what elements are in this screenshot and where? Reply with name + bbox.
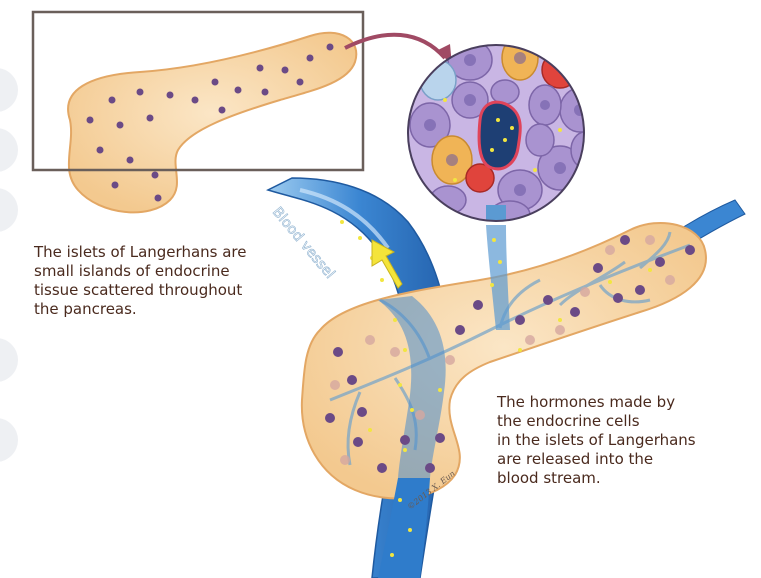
capillary	[479, 102, 520, 169]
hormones-caption-line: The hormones made by	[497, 393, 696, 412]
hormones-caption-line: blood stream.	[497, 469, 696, 488]
islets-caption-line: tissue scattered throughout	[34, 281, 247, 300]
magnified-islet	[408, 36, 600, 229]
background-decoration	[0, 68, 18, 462]
islets-caption-line: small islands of endocrine	[34, 262, 247, 281]
hormones-caption-line: the endocrine cells	[497, 412, 696, 431]
islets-caption-line: the pancreas.	[34, 300, 247, 319]
hormones-caption-line: are released into the	[497, 450, 696, 469]
blood-vessel-label: Blood vessel	[269, 204, 338, 282]
zoom-arrow	[345, 35, 452, 66]
hormones-caption: The hormones made by the endocrine cells…	[497, 393, 696, 488]
hormones-caption-line: in the islets of Langerhans	[497, 431, 696, 450]
islets-caption: The islets of Langerhans are small islan…	[34, 243, 247, 319]
islets-caption-line: The islets of Langerhans are	[34, 243, 247, 262]
